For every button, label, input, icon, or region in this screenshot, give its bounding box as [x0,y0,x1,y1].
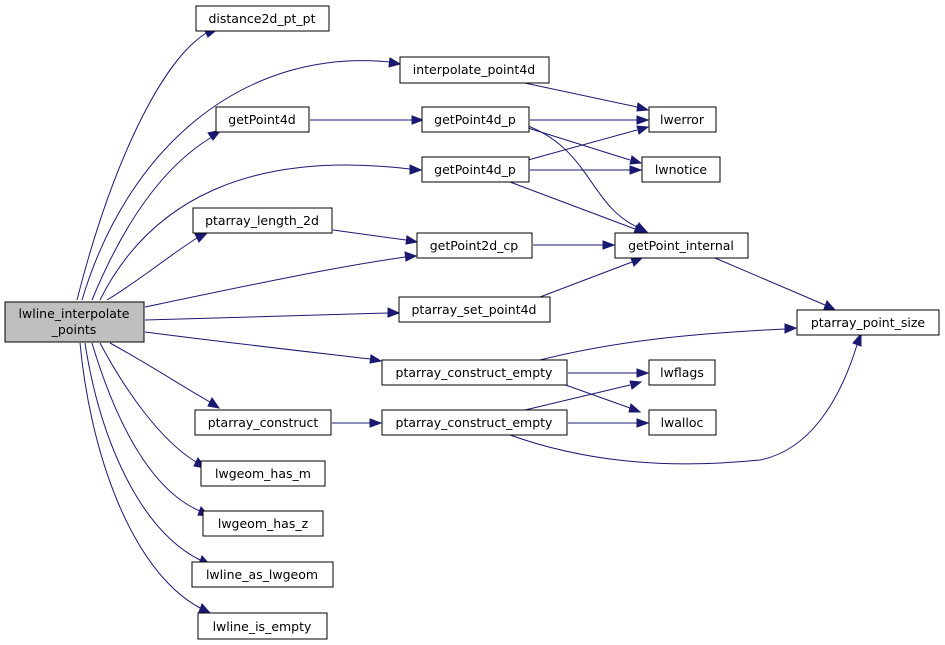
node-label: lwalloc [661,415,704,430]
node-label: lwline_interpolate [19,306,130,321]
node-getPoint_internal[interactable]: getPoint_internal [614,232,749,259]
edge-root-ptarray_construct_empty_a [144,331,383,364]
node-ptarray_length_2d[interactable]: ptarray_length_2d [192,207,333,234]
edge-ptarray_construct_empty_a-lwflags [568,368,650,378]
node-label: lwline_is_empty [213,619,312,634]
node-label: lwline_as_lwgeom [206,567,318,582]
node-ptarray_construct[interactable]: ptarray_construct [194,409,332,436]
edge-root-lwline_as_lwgeom [84,342,212,566]
node-ptarray_construct_empty-2[interactable]: ptarray_construct_empty [381,409,568,436]
node-label: getPoint_internal [628,238,734,253]
node-ptarray_point_size[interactable]: ptarray_point_size [796,309,940,336]
node-getPoint4d_p-2[interactable]: getPoint4d_p [421,156,530,183]
node-getPoint2d_cp[interactable]: getPoint2d_cp [416,232,533,259]
node-lwline_as_lwgeom[interactable]: lwline_as_lwgeom [191,561,334,588]
edge-getPoint4d_p_b-getPoint_internal [509,181,647,234]
node-interpolate_point4d[interactable]: interpolate_point4d [399,56,550,84]
edge-getPoint4d_p_b-lwnotice [530,165,643,175]
edge-ptarray_construct_empty_b-ptarray_point_size [509,332,862,465]
node-label: ptarray_construct_empty [396,415,554,430]
edge-root-getPoint2d_cp [144,251,418,308]
edge-ptarray_construct_empty_b-lwalloc [568,418,650,428]
edge-root-getPoint4d_p_b [99,164,423,301]
node-label: getPoint4d [228,112,295,127]
edge-ptarray_set_point4d-getPoint_internal [539,257,644,298]
edge-getPoint4d-getPoint4d_p_a [310,115,425,125]
node-label: lwnotice [655,162,708,177]
node-ptarray_construct_empty-1[interactable]: ptarray_construct_empty [381,359,568,386]
edge-getPoint4d_p_a-lwerror [530,115,650,125]
edge-getPoint4d_p_a-lwnotice [527,127,643,165]
edge-interpolate4d-lwerror [519,81,650,112]
node-label: ptarray_construct [208,415,319,430]
node-lwgeom_has_m[interactable]: lwgeom_has_m [200,460,326,487]
edge-root-distance2d [76,27,221,301]
node-label: lwgeom_has_z [218,516,309,531]
edge-root-ptarray_set_point4d [144,307,401,321]
node-label: ptarray_set_point4d [412,302,537,317]
node-label: lwflags [660,365,704,380]
node-label: distance2d_pt_pt [208,11,315,26]
edge-root-lwgeom_has_m [99,342,207,469]
edge-ptarray_construct_empty_a-lwalloc [559,382,642,413]
node-lwalloc[interactable]: lwalloc [648,409,717,436]
node-label: ptarray_point_size [811,315,926,330]
edge-root-lwgeom_has_z [91,342,211,517]
edge-getPoint2d_cp-getPoint_internal [533,240,616,250]
node-label: lwerror [660,112,705,127]
node-lwerror[interactable]: lwerror [648,106,717,133]
node-label: getPoint4d_p [434,162,516,177]
node-label: getPoint2d_cp [430,238,519,253]
edge-getPoint_internal-ptarray_point_size [714,257,837,311]
edge-ptarray_construct_empty_a-ptarray_point_size [539,323,798,361]
node-getPoint4d[interactable]: getPoint4d [215,106,310,133]
node-distance2d_pt_pt[interactable]: distance2d_pt_pt [195,5,330,32]
node-lwgeom_has_z[interactable]: lwgeom_has_z [202,510,324,537]
node-label: interpolate_point4d [413,62,535,77]
node-lwline_is_empty[interactable]: lwline_is_empty [197,612,328,640]
node-label: ptarray_length_2d [205,213,319,228]
node-lwflags[interactable]: lwflags [648,359,716,386]
edge-root-lwline_is_empty [79,342,212,614]
edge-ptarray_construct-ptarray_construct_empty_b [332,418,383,428]
edge-ptarray_construct_empty_b-lwflags [524,380,643,411]
node-label: lwgeom_has_m [215,466,311,481]
nodes-layer: lwline_interpolate _points distance2d_pt… [4,5,940,640]
edge-root-ptarray_construct [109,342,221,409]
node-lwnotice[interactable]: lwnotice [641,156,721,183]
edge-getPoint4d_p_a-getPoint_internal [527,125,649,233]
node-label: getPoint4d_p [434,112,516,127]
node-label: ptarray_construct_empty [396,365,554,380]
edge-root-ptarray_length_2d [106,232,209,301]
node-ptarray_set_point4d[interactable]: ptarray_set_point4d [398,296,551,323]
edge-getPoint4d_p_b-lwerror [527,125,650,161]
node-label: _points [51,322,97,337]
node-lwline_interpolate_points[interactable]: lwline_interpolate _points [4,301,145,343]
node-getPoint4d_p-1[interactable]: getPoint4d_p [421,106,530,133]
edge-root-interpolate4d [81,57,402,301]
edge-ptarray_length_2d-getPoint2d_cp [332,229,419,245]
